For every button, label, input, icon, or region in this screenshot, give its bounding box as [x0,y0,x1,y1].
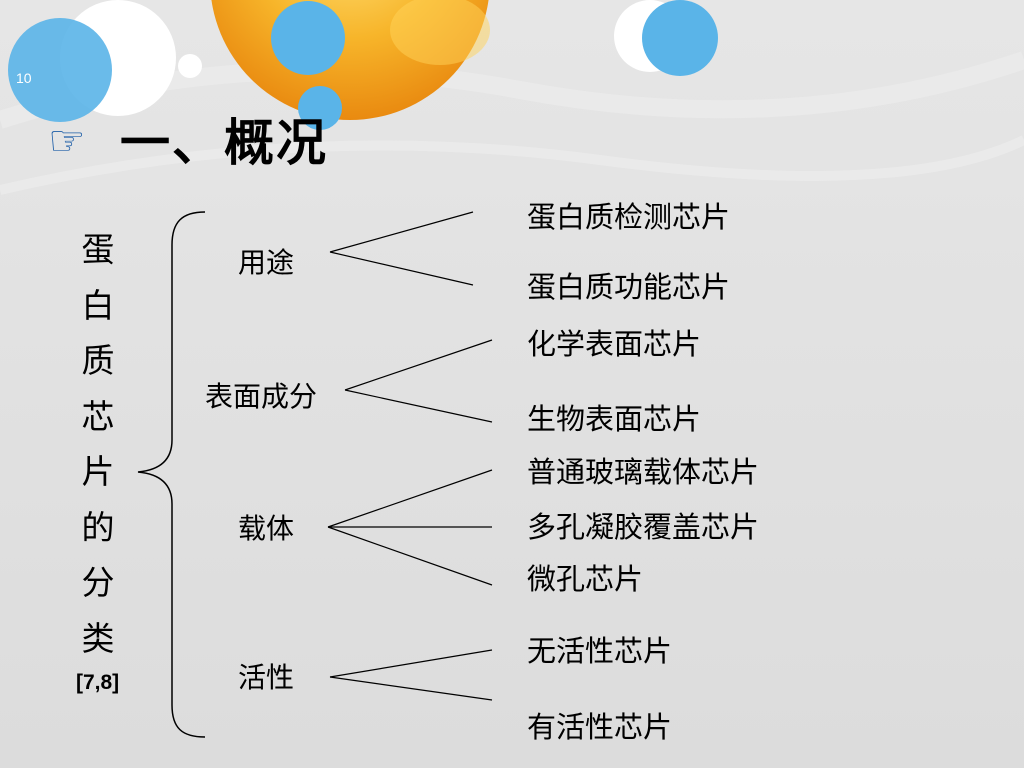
leaf-item: 蛋白质检测芯片 [527,200,731,234]
leaf-item: 普通玻璃载体芯片 [527,455,760,489]
slide-number: 10 [16,70,32,86]
leaf-item: 蛋白质功能芯片 [527,270,731,304]
leaf-item: 微孔芯片 [527,562,644,596]
connector-line [329,251,474,286]
leaf-item: 化学表面芯片 [527,327,702,361]
blue-bubble [8,18,112,122]
pointing-hand-icon: ☞ [48,116,86,165]
connector-line [329,211,474,253]
branch-label-carrier: 载体 [238,512,295,545]
leaf-item: 生物表面芯片 [527,402,702,436]
blue-bubble [271,1,345,75]
connector-line [327,526,493,586]
connector-line [329,649,493,678]
white-bubble [178,54,202,78]
connector-line [327,469,493,528]
branch-label-surface: 表面成分 [205,380,318,413]
leaf-item: 有活性芯片 [527,710,673,744]
citation: [7,8] [76,671,120,694]
leaf-item: 多孔凝胶覆盖芯片 [527,510,760,544]
blue-bubble [298,86,342,130]
blue-bubble [642,0,718,76]
curly-brace [137,211,206,738]
branch-label-usage: 用途 [238,246,295,279]
leaf-item: 无活性芯片 [527,634,673,668]
page-title: 一、概况 [120,114,328,172]
classification-root-label: 蛋白质芯片的分类 [81,230,115,658]
connector-line [344,339,493,391]
branch-label-activity: 活性 [238,661,295,694]
connector-line [344,389,493,423]
connector-line [329,676,493,701]
